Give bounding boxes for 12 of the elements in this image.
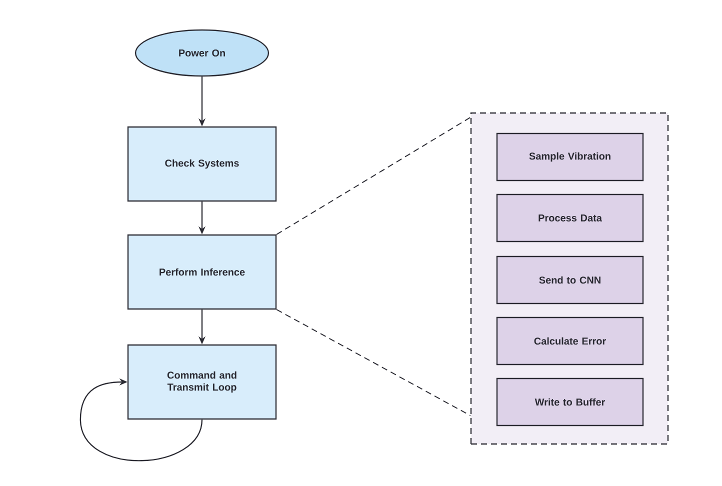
step-box: Send to CNN xyxy=(496,256,644,304)
process-box: Check Systems xyxy=(127,126,277,202)
zoom-line xyxy=(276,116,471,235)
zoom-line xyxy=(276,309,471,416)
oval: Power On xyxy=(134,29,270,77)
step-box: Process Data xyxy=(496,194,644,242)
loop-arrow xyxy=(80,378,203,462)
process-box: Perform Inference xyxy=(127,234,277,310)
step-box: Calculate Error xyxy=(496,316,644,366)
process-box: Command and Transmit Loop xyxy=(127,344,277,420)
step-box: Write to Buffer xyxy=(496,378,644,426)
step-box: Sample Vibration xyxy=(496,132,644,182)
